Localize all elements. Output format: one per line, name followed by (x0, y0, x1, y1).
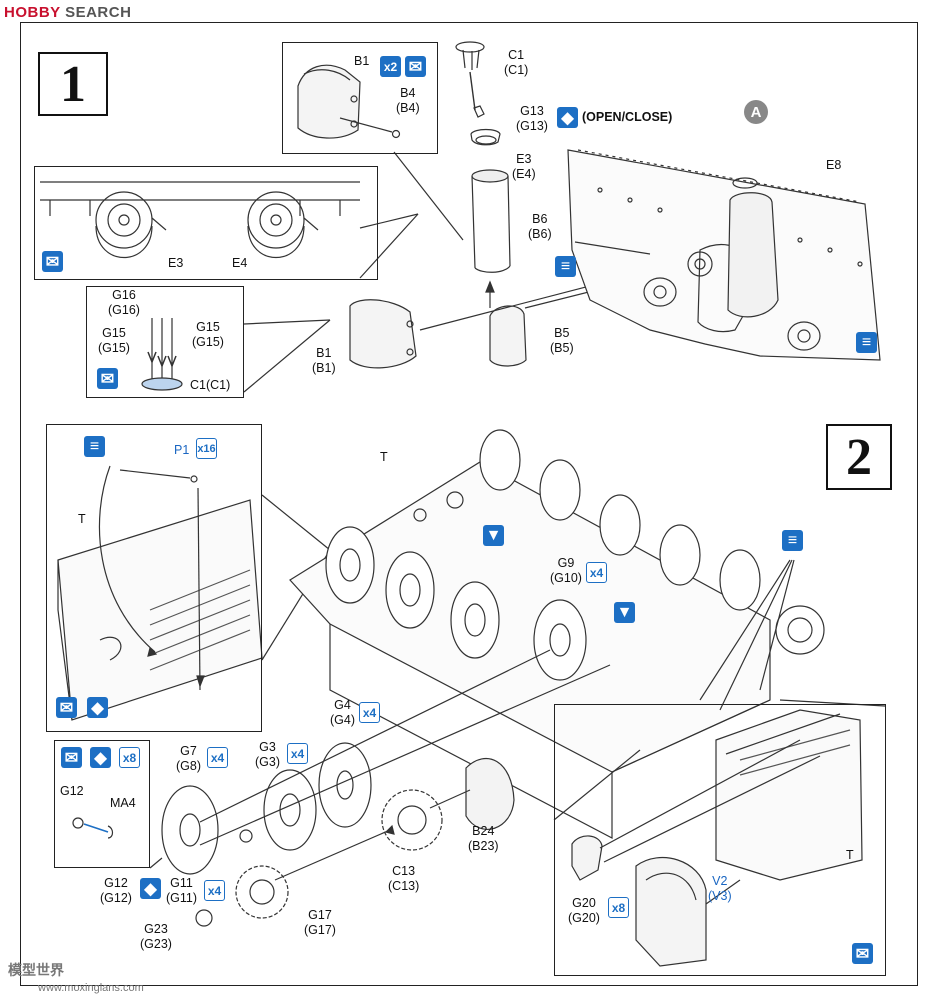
marker-a-badge: A (744, 100, 768, 124)
x4-count-icon: x4 (586, 562, 607, 583)
x4-count-icon: x4 (204, 880, 225, 901)
part-label-g11: G11(G11) (166, 876, 198, 905)
part-label-g12-inset: G12 (60, 784, 84, 798)
logo-suffix: SEARCH (65, 4, 132, 21)
step-2-number: 2 (826, 424, 892, 490)
cement-icon: ✉ (852, 943, 873, 964)
part-label-c1-inset: C1(C1) (190, 378, 231, 392)
open-close-icon: ◆ (557, 107, 578, 128)
part-label-t-left: T (78, 512, 86, 526)
part-label-g4: G4(G4) (330, 698, 355, 727)
x4-count-icon: x4 (359, 702, 380, 723)
part-label-p1: P1 (174, 443, 190, 457)
paint-icon: ≡ (84, 436, 105, 457)
cement-icon: ✉ (405, 56, 426, 77)
part-label-e4-inset: E4 (232, 256, 248, 270)
part-label-g17: G17(G17) (304, 908, 336, 937)
part-label-g7: G7(G8) (176, 744, 201, 773)
watermark-site-name: 模型世界 (8, 962, 64, 978)
x16-count-icon: x16 (196, 438, 217, 459)
part-label-b24: B24(B23) (468, 824, 499, 853)
part-label-g23: G23(G23) (140, 922, 172, 951)
part-label-b5: B5(B5) (550, 326, 574, 355)
open-close-icon: ◆ (140, 878, 161, 899)
part-label-ma4: MA4 (110, 796, 136, 810)
part-label-e8: E8 (826, 158, 842, 172)
part-label-b4: B4(B4) (396, 86, 420, 115)
part-label-g16: G16(G16) (108, 288, 140, 317)
part-label-g15-right: G15(G15) (192, 320, 224, 349)
part-label-c1: C1(C1) (504, 48, 529, 77)
watermark-url: www.moxinglans.com (38, 982, 144, 994)
part-label-g13: G13(G13) (516, 104, 548, 133)
inset-g20-v2 (554, 704, 886, 976)
part-label-b1-bottom: B1(B1) (312, 346, 336, 375)
logo-mark: H (4, 4, 16, 21)
cement-icon: ✉ (61, 747, 82, 768)
open-close-icon: ◆ (87, 697, 108, 718)
part-label-e3-inset: E3 (168, 256, 184, 270)
cement-icon: ✉ (97, 368, 118, 389)
part-label-e3: E3(E4) (512, 152, 536, 181)
drill-hole-icon: ▼ (614, 602, 635, 623)
inset-p1-track (46, 424, 262, 732)
x8-count-icon: x8 (608, 897, 629, 918)
part-label-t-right: T (846, 848, 854, 862)
paint-icon: ≡ (555, 256, 576, 277)
paint-icon: ≡ (856, 332, 877, 353)
inset-g12-ma4 (54, 740, 150, 868)
part-label-b6: B6(B6) (528, 212, 552, 241)
instruction-page-frame (20, 22, 918, 986)
inset-b1-b4 (282, 42, 438, 154)
drill-hole-icon: ▼ (483, 525, 504, 546)
part-label-g3: G3(G3) (255, 740, 280, 769)
logo-brand: OBBY (15, 4, 61, 21)
open-close-label: (OPEN/CLOSE) (582, 110, 673, 124)
cement-icon: ✉ (42, 251, 63, 272)
part-label-v2: V2(V3) (708, 874, 732, 903)
x4-count-icon: x4 (287, 743, 308, 764)
paint-icon: ≡ (782, 530, 803, 551)
hobby-search-logo: HOBBY SEARCH (4, 4, 131, 21)
part-label-c13: C13(C13) (388, 864, 420, 893)
inset-g15-g16 (86, 286, 244, 398)
part-label-g12: G12(G12) (100, 876, 132, 905)
cement-icon: ✉ (56, 697, 77, 718)
open-close-icon: ◆ (90, 747, 111, 768)
part-label-g9: G9(G10) (550, 556, 582, 585)
part-label-g20: G20(G20) (568, 896, 600, 925)
x2-count-icon: x2 (380, 56, 401, 77)
inset-e3-e4 (34, 166, 378, 280)
x8-count-icon: x8 (119, 747, 140, 768)
part-label-b1-top: B1 (354, 54, 370, 68)
part-label-g15-left: G15(G15) (98, 326, 130, 355)
step-1-number: 1 (38, 52, 108, 116)
part-label-t-top: T (380, 450, 388, 464)
x4-count-icon: x4 (207, 747, 228, 768)
